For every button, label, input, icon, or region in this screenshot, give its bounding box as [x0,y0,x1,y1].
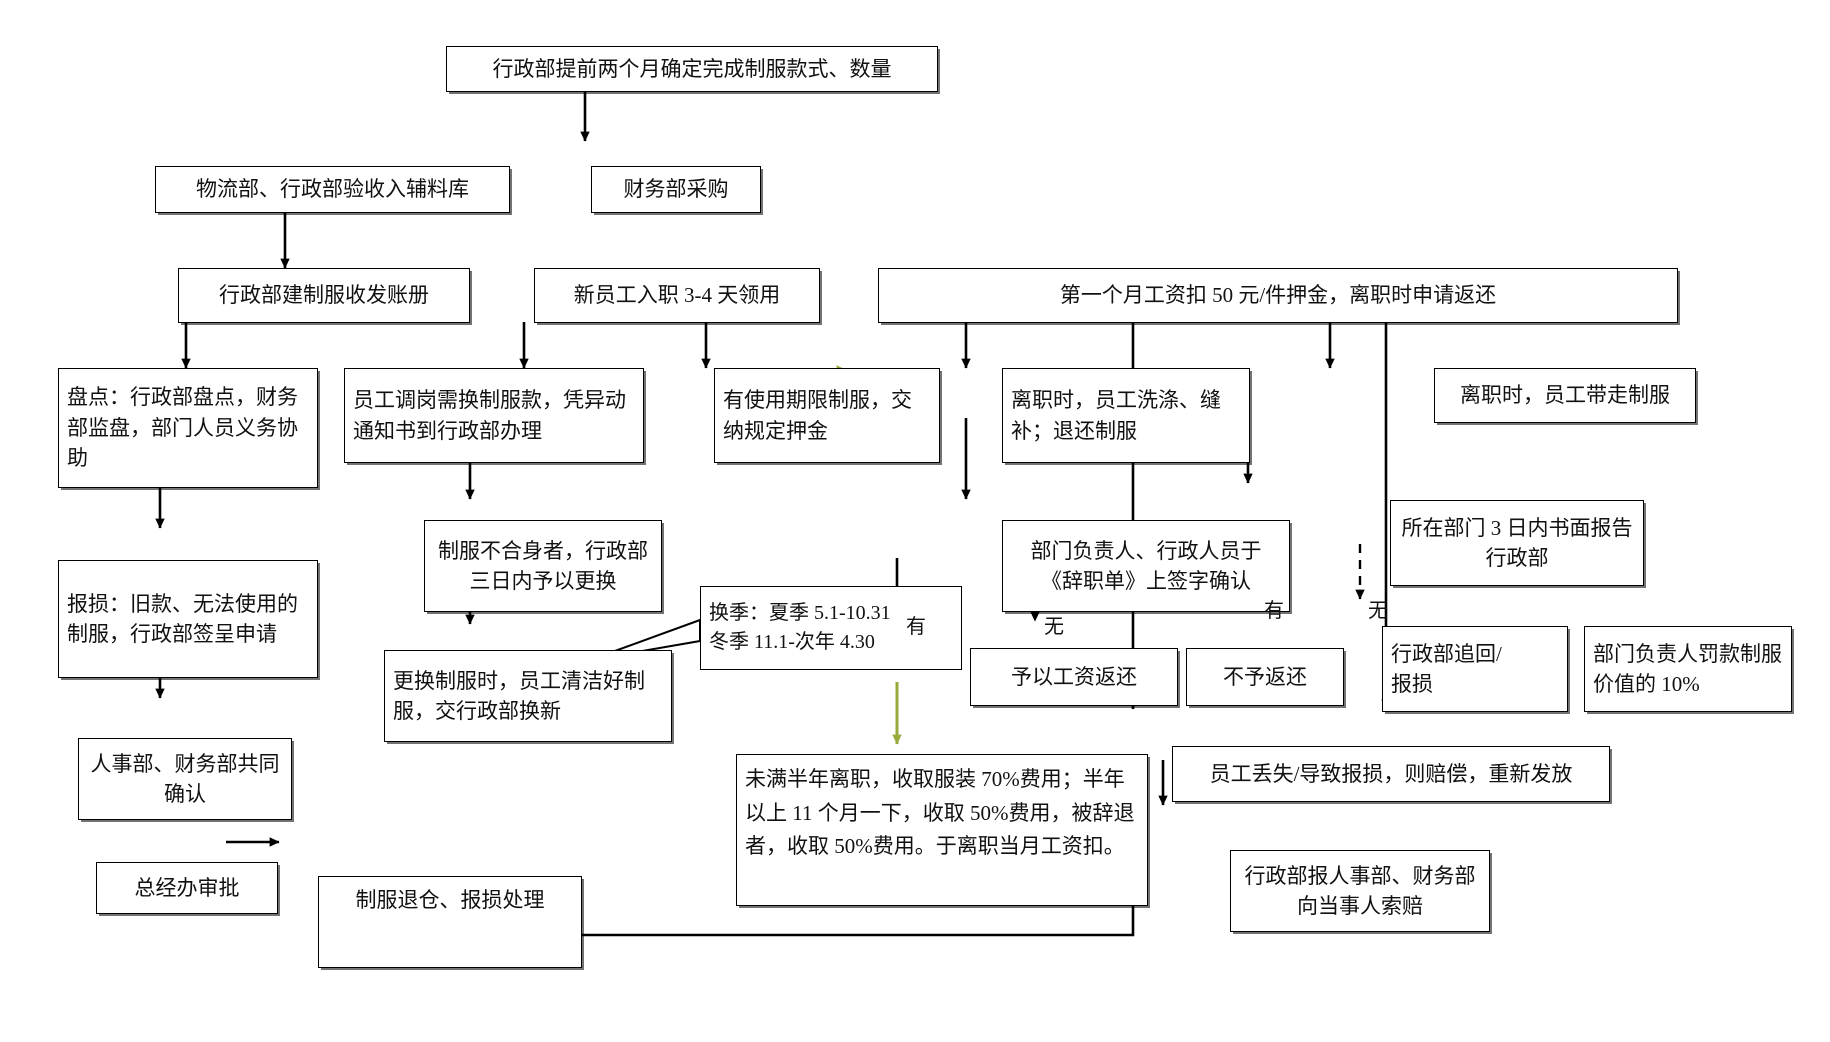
node-n23[interactable]: 未满半年离职，收取服装 70%费用；半年以上 11 个月一下，收取 50%费用，… [736,754,1148,906]
branch-label-you-1: 有 [906,616,926,638]
node-n14-label: 部门负责人、行政人员于《辞职单》上签字确认 [1030,538,1262,593]
node-n20[interactable]: 部门负责人罚款制服价值的 10% [1584,626,1792,712]
node-n8-label: 员工调岗需换制服款，凭异动通知书到行政部办理 [353,388,626,443]
node-n17-label: 予以工资返还 [1011,664,1137,689]
node-n1-label: 行政部提前两个月确定完成制服款式、数量 [492,56,892,81]
node-n2-label: 财务部采购 [623,177,729,202]
node-n11[interactable]: 离职时，员工带走制服 [1434,368,1696,423]
node-n12-label: 报损：旧款、无法使用的制服，行政部签呈申请 [67,591,298,646]
node-n4[interactable]: 行政部建制服收发账册 [178,268,470,323]
node-n7-label: 盘点：行政部盘点，财务部监盘，部门人员义务协助 [67,385,298,471]
node-n27[interactable]: 行政部报人事部、财务部向当事人索赔 [1230,850,1490,932]
node-n13[interactable]: 制服不合身者，行政部三日内予以更换 [424,520,662,612]
node-n8[interactable]: 员工调岗需换制服款，凭异动通知书到行政部办理 [344,368,644,463]
node-n16-label: 换季：夏季 5.1-10.31 冬季 11.1-次年 4.30 [709,602,891,653]
node-n10-label: 离职时，员工洗涤、缝补；退还制服 [1011,388,1221,443]
node-n23-label: 未满半年离职，收取服装 70%费用；半年以上 11 个月一下，收取 50%费用，… [745,767,1135,859]
node-n18[interactable]: 不予返还 [1186,648,1344,706]
node-n16[interactable]: 换季：夏季 5.1-10.31 冬季 11.1-次年 4.30 [700,586,962,670]
node-n4-label: 行政部建制服收发账册 [219,283,429,308]
node-n1[interactable]: 行政部提前两个月确定完成制服款式、数量 [446,46,938,92]
node-n15[interactable]: 所在部门 3 日内书面报告行政部 [1390,500,1644,586]
node-n9-label: 有使用期限制服，交纳规定押金 [723,388,912,443]
node-n6[interactable]: 第一个月工资扣 50 元/件押金，离职时申请返还 [878,268,1678,323]
node-n3-label: 物流部、行政部验收入辅料库 [196,177,469,202]
node-n22-label: 人事部、财务部共同确认 [90,751,280,806]
node-n27-label: 行政部报人事部、财务部向当事人索赔 [1244,863,1476,918]
node-n24[interactable]: 员工丢失/导致报损，则赔偿，重新发放 [1172,746,1610,802]
node-n21[interactable]: 更换制服时，员工清洁好制服，交行政部换新 [384,650,672,742]
node-n5-label: 新员工入职 3-4 天领用 [573,283,781,308]
node-n21-label: 更换制服时，员工清洁好制服，交行政部换新 [393,668,645,723]
node-n25[interactable]: 总经办审批 [96,862,278,914]
node-n25-label: 总经办审批 [134,875,240,900]
node-n3[interactable]: 物流部、行政部验收入辅料库 [155,166,510,213]
node-n26-label: 制服退仓、报损处理 [355,888,545,912]
branch-label-you-2: 有 [1264,600,1284,622]
branch-label-wu-1: 无 [1044,616,1064,638]
node-n26[interactable]: 制服退仓、报损处理 [318,876,582,968]
node-n7[interactable]: 盘点：行政部盘点，财务部监盘，部门人员义务协助 [58,368,318,488]
node-n12[interactable]: 报损：旧款、无法使用的制服，行政部签呈申请 [58,560,318,678]
node-n14[interactable]: 部门负责人、行政人员于《辞职单》上签字确认 [1002,520,1290,612]
node-n19-label: 行政部追回/ 报损 [1391,641,1502,696]
node-n6-label: 第一个月工资扣 50 元/件押金，离职时申请返还 [1059,283,1497,308]
node-n18-label: 不予返还 [1223,664,1307,689]
node-n17[interactable]: 予以工资返还 [970,648,1178,706]
node-n22[interactable]: 人事部、财务部共同确认 [78,738,292,820]
node-n15-label: 所在部门 3 日内书面报告行政部 [1401,515,1633,570]
node-n2[interactable]: 财务部采购 [591,166,761,213]
node-n24-label: 员工丢失/导致报损，则赔偿，重新发放 [1209,761,1573,786]
node-n5[interactable]: 新员工入职 3-4 天领用 [534,268,820,323]
node-n19[interactable]: 行政部追回/ 报损 [1382,626,1568,712]
node-n11-label: 离职时，员工带走制服 [1460,383,1670,408]
node-n13-label: 制服不合身者，行政部三日内予以更换 [438,538,648,593]
node-n9[interactable]: 有使用期限制服，交纳规定押金 [714,368,940,463]
node-n20-label: 部门负责人罚款制服价值的 10% [1593,641,1782,696]
branch-label-wu-2: 无 [1368,600,1388,622]
node-n10[interactable]: 离职时，员工洗涤、缝补；退还制服 [1002,368,1250,463]
